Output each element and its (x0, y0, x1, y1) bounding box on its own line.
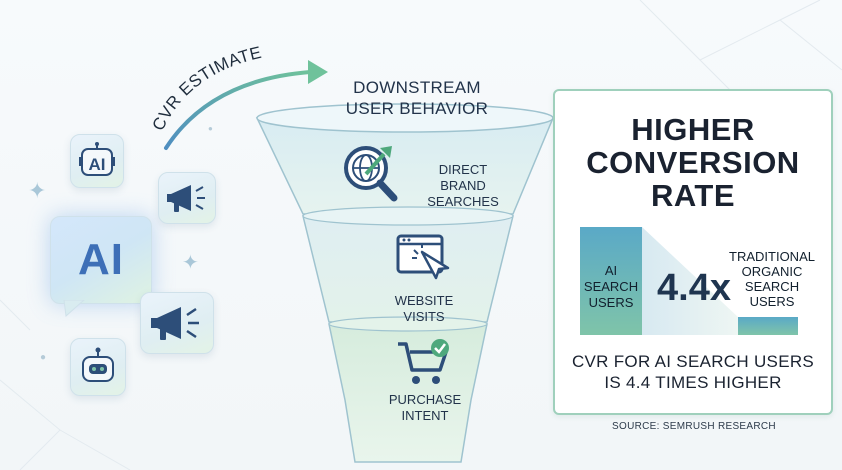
cvr-estimate-arrow: CVR ESTIMATE (150, 43, 328, 150)
megaphone-bubble (158, 172, 216, 224)
stage-label-purchase-intent: PURCHASE INTENT (388, 392, 462, 423)
megaphone-bubble-large (140, 292, 214, 354)
card-title: HIGHER CONVERSION RATE (586, 112, 800, 213)
conversion-rate-card: HIGHER CONVERSION RATE AI SEARCH USERS 4… (553, 89, 833, 415)
dot-icon: ● (208, 124, 213, 133)
conversion-funnel (255, 103, 555, 463)
bar-ai-search-users (580, 227, 642, 335)
stage-label-website-visits: WEBSITE VISITS (394, 293, 454, 324)
bar-label-ai-search-users: AI SEARCH USERS (583, 263, 639, 310)
card-subtitle: CVR FOR AI SEARCH USERS IS 4.4 TIMES HIG… (571, 352, 815, 392)
dot-icon: ● (40, 352, 47, 363)
bubble-tail (63, 300, 85, 318)
sparkle-icon: ✦ (182, 252, 199, 274)
robot-bubble (70, 338, 126, 396)
bar-traditional-search-users (738, 317, 798, 335)
multiplier-value: 4.4x (657, 267, 731, 309)
cvr-estimate-label: CVR ESTIMATE (150, 43, 263, 134)
bar-label-traditional: TRADITIONAL ORGANIC SEARCH USERS (729, 249, 815, 309)
robot-head-icon (79, 142, 115, 176)
sparkle-icon: ✦ (28, 178, 47, 203)
megaphone-icon (151, 307, 199, 340)
comparison-wedge (642, 227, 738, 335)
megaphone-icon (167, 185, 205, 212)
shopping-cart-check-icon (398, 339, 449, 384)
source-note: SOURCE: SEMRUSH RESEARCH (612, 421, 776, 432)
globe-magnifier-icon (344, 146, 398, 202)
ai-main-bubble: AI (50, 216, 152, 304)
svg-text:CVR ESTIMATE: CVR ESTIMATE (150, 43, 264, 134)
ai-main-label: AI (78, 235, 124, 284)
stage-label-direct-brand-searches: DIRECT BRAND SEARCHES (427, 162, 499, 209)
robot-head-icon (82, 347, 114, 382)
funnel-title: DOWNSTREAM USER BEHAVIOR (345, 78, 489, 118)
ai-chip-label: AI (88, 155, 106, 174)
ai-chip-bubble: AI (70, 134, 124, 188)
browser-cursor-icon (396, 234, 450, 280)
